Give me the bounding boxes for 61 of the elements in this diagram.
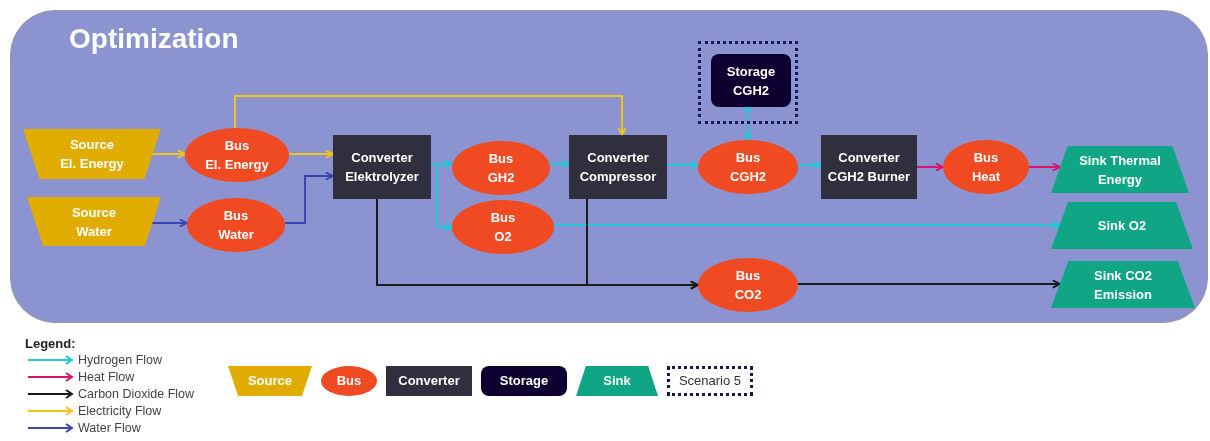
node-label: Water [76,222,112,241]
diagram-title: Optimization [69,22,239,56]
legend-bus-ellipse: Bus [321,366,377,396]
node-label: Bus [735,267,761,285]
flow-arrow [797,160,822,170]
node-label: Bus [223,207,249,225]
flow-arrow [284,171,334,224]
node-label: Converter [587,149,649,167]
converter-box [821,135,917,199]
node-label: Elektrolyzer [345,168,419,186]
diagram-panel [10,10,1208,323]
node-label: Bus [488,150,514,168]
node-label: CGH2 Burner [827,168,911,186]
legend-storage-box: Storage [481,366,567,396]
flow-arrow [1028,162,1061,172]
node-label: Source [69,136,115,154]
node-label: Water [218,226,254,244]
legend-text: Hydrogen Flow [78,352,163,368]
flow-arrow [797,279,1061,289]
node-label: Bus [973,149,999,167]
node-label: El. Energy [60,155,124,173]
flow-arrow [151,149,186,159]
legend-source-trapezoid: Source [228,366,312,396]
node-label: CGH2 [729,168,767,186]
node-label: Bus [224,137,250,155]
scenario-dotted-box [698,41,798,124]
storage-box [711,54,791,107]
node-label: Heat [971,168,1001,186]
node-label: CO2 [734,286,762,304]
node-label: Converter [838,149,900,167]
converter-box [333,135,431,199]
flow-arrow [288,149,334,159]
flow-arrow [151,218,188,228]
node-label: Storage [726,62,776,81]
flow-arrow [234,95,627,136]
flow-arrow [549,159,570,169]
node-label: GH2 [487,169,515,187]
legend-text: Water Flow [78,420,141,436]
node-label: Sink Thermal Energy [1078,151,1162,189]
node-label: Source [71,203,117,222]
node-label: Converter [351,149,413,167]
node-label: El. Energy [205,156,269,174]
legend-sink-trapezoid: Sink [576,366,658,396]
flow-arrow [586,198,699,290]
legend-converter-box: Converter [386,366,472,396]
node-label: Bus [735,149,761,167]
converter-box [569,135,667,199]
flow-arrow [916,162,944,172]
legend-scenario-dotted-box: Scenario 5 [667,366,753,396]
node-label: Compressor [579,168,657,186]
legend-text: Heat Flow [78,369,135,385]
flow-arrow [666,160,699,170]
flow-arrow [553,220,1061,230]
node-label: CGH2 [732,81,770,100]
legend-text: Carbon Dioxide Flow [78,386,195,402]
node-label: Sink O2 [1096,217,1148,235]
legend-text: Electricity Flow [78,403,162,419]
node-label: O2 [494,228,512,246]
node-label: Sink CO2 Emission [1093,266,1153,304]
legend-heading: Legend: [25,335,76,353]
node-label: Bus [490,209,516,227]
